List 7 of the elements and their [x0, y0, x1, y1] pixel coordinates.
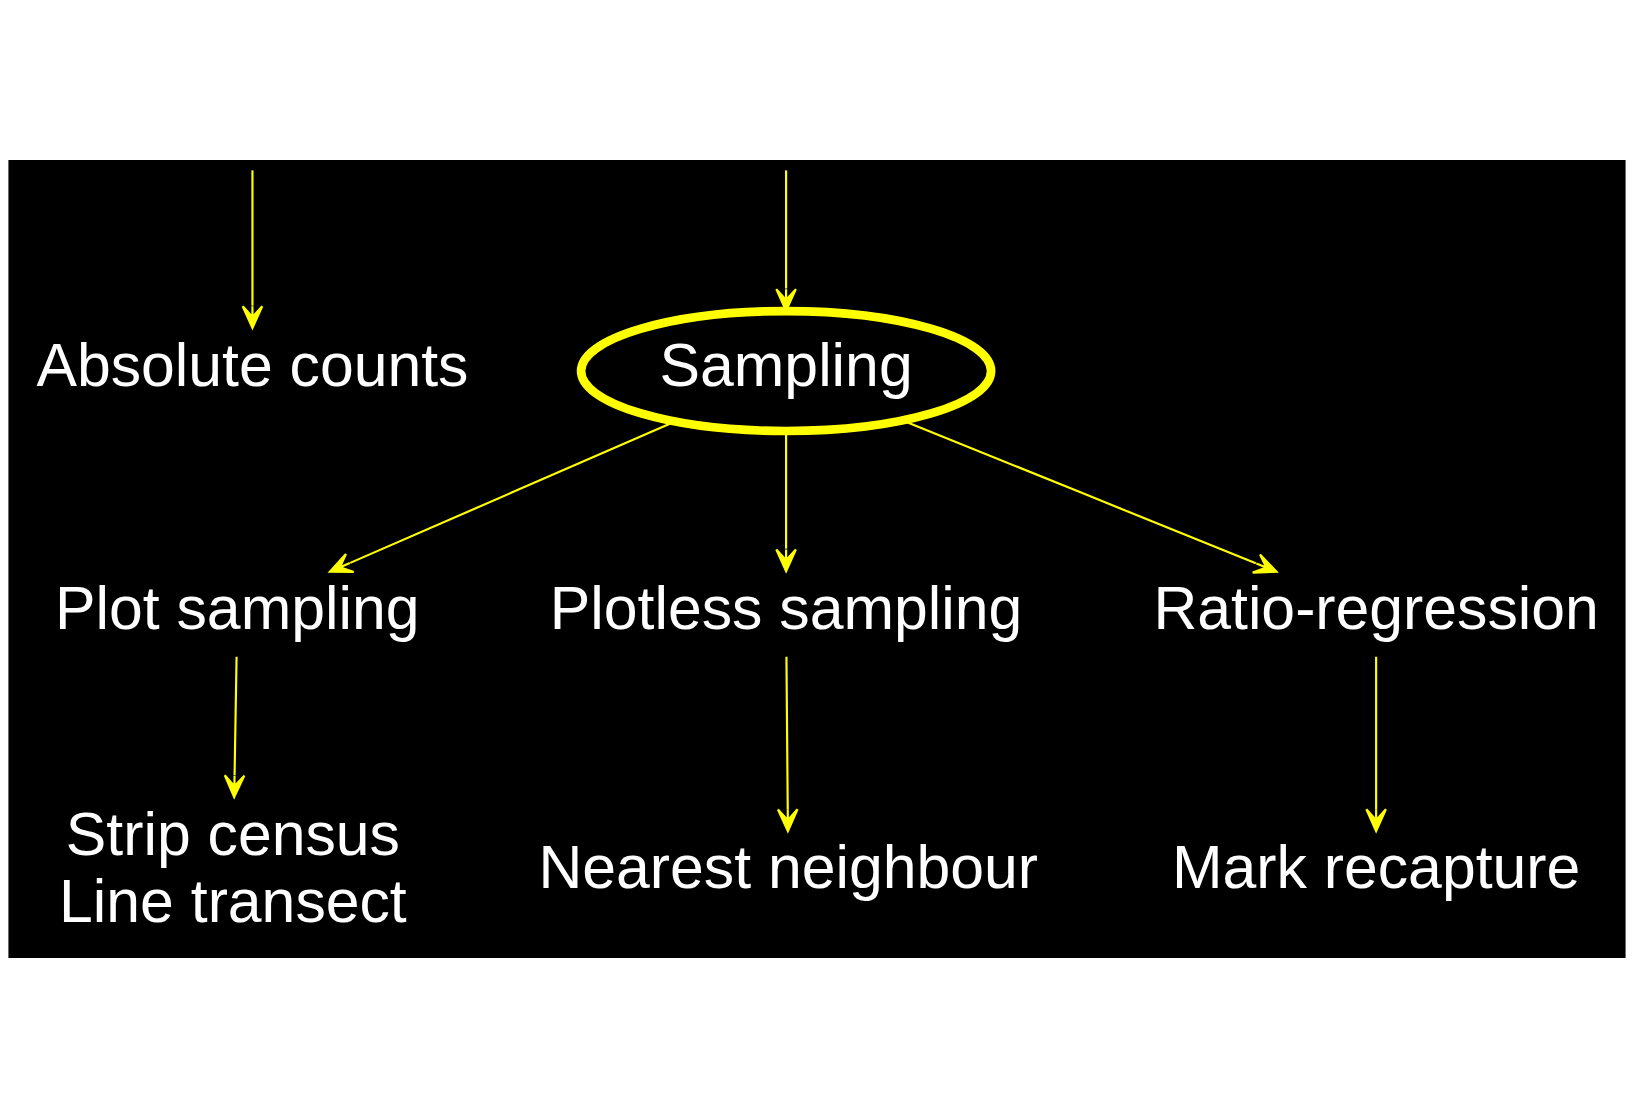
node-text: Strip census Line transect	[59, 799, 407, 935]
node-text: Ratio-regression	[1153, 574, 1599, 643]
node-text: Absolute counts	[36, 331, 469, 400]
node-text: Mark recapture	[1171, 833, 1581, 902]
node-text: Plot sampling	[55, 574, 420, 643]
node-text: Plotless sampling	[549, 574, 1023, 643]
node-text: Nearest neighbour	[538, 833, 1039, 902]
